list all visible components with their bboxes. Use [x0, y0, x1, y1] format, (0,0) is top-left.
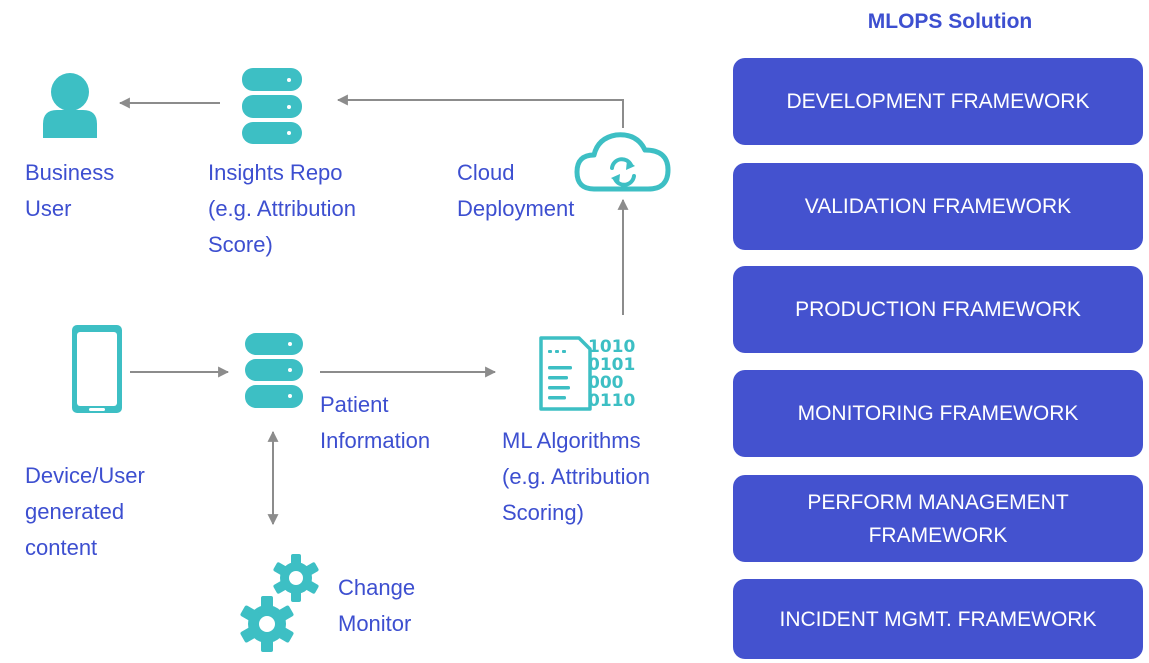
business-user-label: Business User: [25, 160, 115, 221]
cloud-sync-icon: [574, 132, 671, 192]
mlops-title: MLOPS Solution: [867, 10, 1033, 33]
validation-framework-box: VALIDATION FRAMEWORK: [733, 163, 1143, 250]
framework-label: INCIDENT MGMT. FRAMEWORK: [779, 607, 1097, 631]
ml-algorithms-label: ML Algorithms (e.g. Attribution Scoring): [502, 428, 650, 525]
framework-label: PERFORM MANAGEMENT FRAMEWORK: [807, 490, 1069, 547]
binary-line: 1010: [588, 337, 635, 357]
binary-line: 0101: [588, 355, 635, 375]
patient-information-label: Patient Information: [320, 392, 431, 453]
user-icon: [43, 73, 97, 138]
gears-icon: [240, 554, 319, 652]
database-icon: [242, 68, 302, 144]
binary-code-icon: 1010 0101 000 0110: [539, 336, 635, 411]
binary-line: 000: [588, 373, 624, 393]
framework-label: DEVELOPMENT FRAMEWORK: [786, 90, 1090, 113]
perform-management-framework-box: PERFORM MANAGEMENT FRAMEWORK: [733, 475, 1143, 562]
framework-label: PRODUCTION FRAMEWORK: [795, 298, 1081, 321]
change-monitor-label: Change Monitor: [338, 575, 416, 636]
development-framework-box: DEVELOPMENT FRAMEWORK: [733, 58, 1143, 145]
monitoring-framework-box: MONITORING FRAMEWORK: [733, 370, 1143, 457]
framework-label: VALIDATION FRAMEWORK: [804, 195, 1072, 218]
binary-line: 0110: [588, 391, 635, 411]
cloud-deployment-label: Cloud Deployment: [457, 160, 575, 221]
incident-mgmt-framework-box: INCIDENT MGMT. FRAMEWORK: [733, 579, 1143, 659]
device-content-label: Device/User generated content: [25, 463, 145, 560]
database-icon: [245, 333, 303, 408]
framework-label: MONITORING FRAMEWORK: [797, 402, 1079, 425]
mobile-device-icon: [72, 325, 122, 413]
production-framework-box: PRODUCTION FRAMEWORK: [733, 266, 1143, 353]
insights-repo-label: Insights Repo (e.g. Attribution Score): [208, 160, 356, 257]
arrow-cloud-to-repo: [336, 94, 624, 128]
